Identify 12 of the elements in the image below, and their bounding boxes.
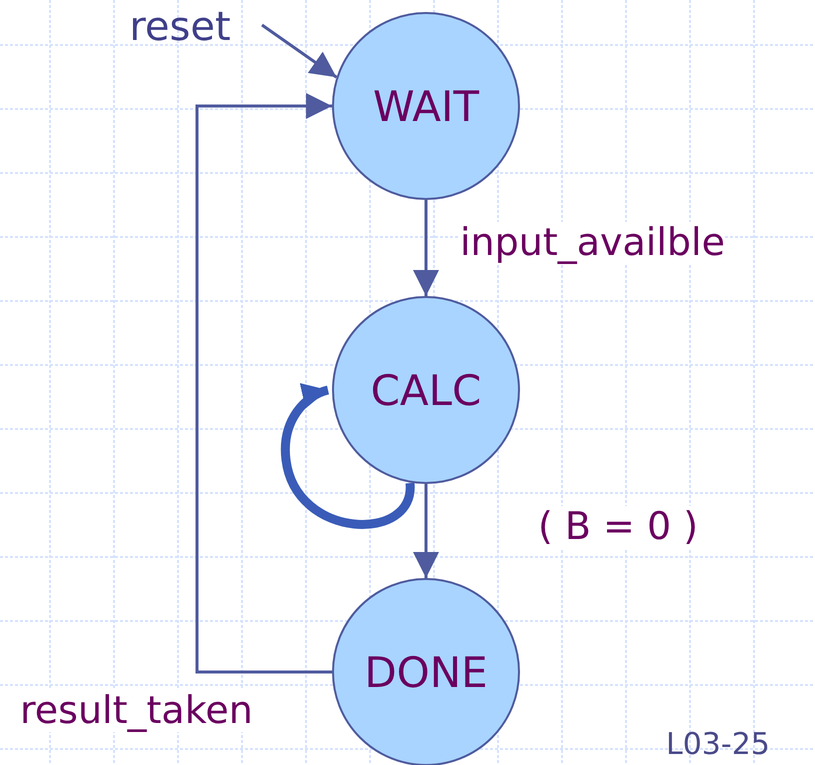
state-name: WAIT bbox=[372, 82, 479, 130]
arrow bbox=[261, 24, 338, 78]
edge-label: result_taken bbox=[20, 690, 253, 732]
input-label: reset bbox=[129, 4, 231, 50]
state-name: DONE bbox=[364, 648, 488, 696]
edge-label: input_availble bbox=[460, 222, 725, 264]
arrow bbox=[413, 200, 439, 296]
slide-number: L03-25 bbox=[666, 728, 770, 761]
self-loop-arrow bbox=[280, 385, 414, 529]
arrow bbox=[413, 484, 439, 578]
state-name: CALC bbox=[370, 366, 482, 414]
arrow bbox=[196, 93, 332, 674]
